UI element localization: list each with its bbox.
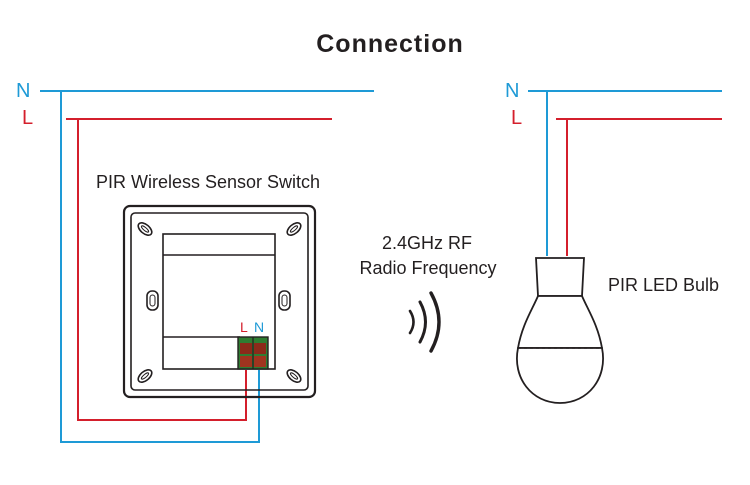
right-line-wire — [556, 118, 722, 256]
terminal-block — [237, 336, 269, 370]
switch-label: PIR Wireless Sensor Switch — [96, 172, 320, 192]
side-slot-icon — [146, 290, 159, 311]
radio-wave-icon — [408, 291, 441, 353]
left-supply: N L — [16, 80, 374, 443]
switch-module — [162, 233, 276, 370]
terminal-l-label: L — [240, 319, 248, 335]
bulb-label: PIR LED Bulb — [608, 275, 719, 295]
left-neutral-wire — [40, 90, 374, 443]
corner-slot-icon — [137, 369, 153, 383]
corner-slot-icon — [286, 369, 302, 383]
bulb-base — [535, 257, 585, 297]
right-line-label: L — [511, 107, 522, 129]
switch-inner-frame — [130, 212, 309, 391]
corner-slot-icon — [137, 222, 153, 236]
pir-switch-device — [122, 204, 317, 399]
left-line-label: L — [22, 107, 33, 129]
diagram-title: Connection — [316, 30, 464, 58]
rf-frequency-label: 2.4GHz RF — [382, 233, 472, 253]
right-neutral-label: N — [505, 80, 519, 102]
led-bulb-icon — [516, 257, 604, 404]
right-supply: N L — [505, 80, 722, 256]
corner-slot-icon — [286, 222, 302, 236]
terminal-n-label: N — [254, 319, 264, 335]
bulb-neck — [516, 295, 604, 349]
side-slot-icon — [278, 290, 291, 311]
switch-outer-frame — [122, 204, 317, 399]
left-line-wire — [66, 118, 332, 421]
bulb-dome — [516, 347, 604, 404]
left-neutral-label: N — [16, 80, 30, 102]
right-neutral-wire — [528, 90, 722, 256]
rf-type-label: Radio Frequency — [359, 258, 496, 278]
